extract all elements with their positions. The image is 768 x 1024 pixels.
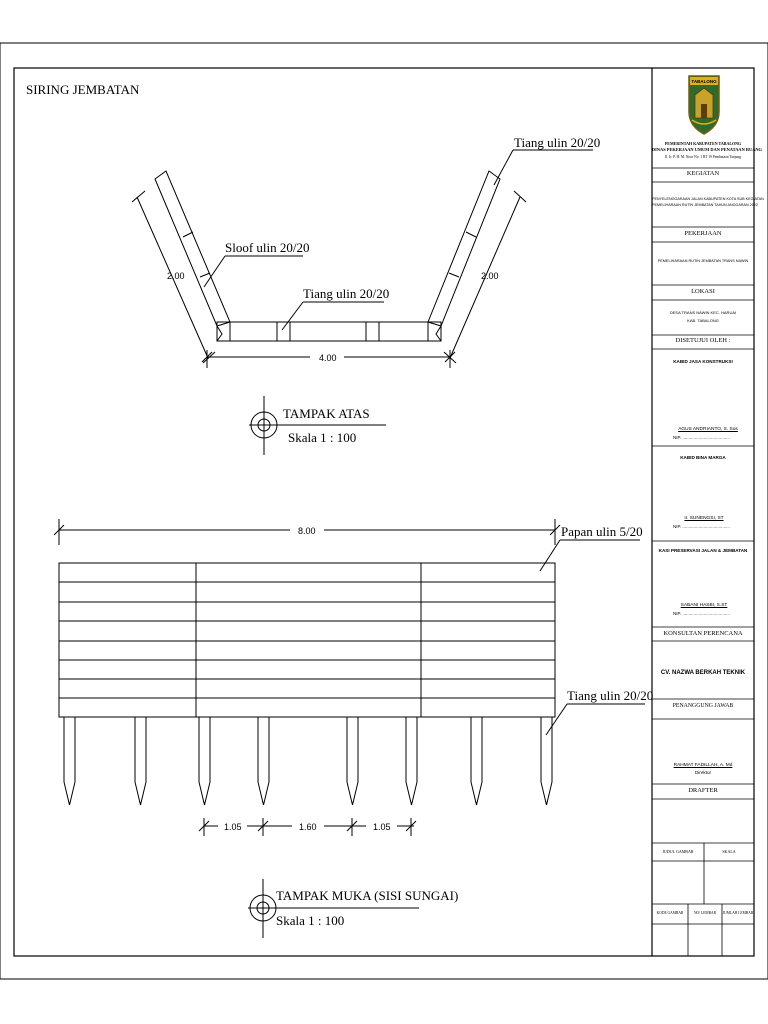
kabid-bina-name: Ir. SUNENGSI, ST xyxy=(684,516,724,521)
dim-tick xyxy=(198,820,210,832)
pile xyxy=(134,716,147,806)
pekerjaan-text: PEMELIHARAAN RUTIN JEMBATAN TRANS NAWIN xyxy=(657,259,749,263)
leader-tiang-front xyxy=(545,703,568,736)
konsultan-name: CV. NAZWA BERKAH TEKNIK xyxy=(660,670,746,676)
kasi-preservasi-title: KASI PRESERVASI JALAN & JEMBATAN xyxy=(658,548,748,553)
drafter-header: DRAFTER xyxy=(688,787,718,794)
right-beam-joint xyxy=(448,272,460,278)
dim-tick xyxy=(513,190,527,203)
nip-3: NIP. ...................................… xyxy=(673,611,730,616)
kegiatan-text-2: PEMELIHARAAN RUTIN JEMBATAN TAHUN ANGGAR… xyxy=(652,203,758,207)
dim-line-right xyxy=(449,196,521,359)
dim-label-left: 2.00 xyxy=(167,271,185,281)
no-lembar-label: NO/ LEMBAR xyxy=(693,911,717,915)
dim-tick xyxy=(549,524,561,536)
penanggung-role: Direktur xyxy=(694,770,712,775)
pile xyxy=(63,716,76,806)
view-title-top: TAMPAK ATAS xyxy=(283,406,370,421)
nip-2: NIP. ...................................… xyxy=(673,524,730,529)
dim-label-total: 8.00 xyxy=(298,526,316,536)
plank-wall xyxy=(58,562,556,718)
penanggung-name: RAHMAT FADILLAH, A. Md xyxy=(673,763,733,768)
dim-tick xyxy=(346,820,358,832)
view-scale-top: Skala 1 : 100 xyxy=(288,430,356,445)
dim-tick xyxy=(201,351,213,363)
pile xyxy=(346,716,359,806)
pile xyxy=(470,716,483,806)
dim-label-pile-1: 1.05 xyxy=(224,822,242,832)
dim-tick xyxy=(257,820,269,832)
right-beam-joint xyxy=(465,231,477,238)
leader-tiang-top xyxy=(493,149,514,186)
pile xyxy=(540,716,553,806)
konsultan-header: KONSULTAN PERENCANA xyxy=(663,630,743,637)
kasi-name: SABANI HASBI, S.ST xyxy=(680,603,728,608)
dim-label-bottom: 4.00 xyxy=(319,353,337,363)
kabid-jasa-name: AGUS ANDRIANTO, S. Sos xyxy=(678,427,738,432)
pekerjaan-header: PEKERJAAN xyxy=(684,230,722,237)
agency-line-1: PEMERINTAH KABUPATEN TABALONG xyxy=(664,141,742,146)
dim-tick xyxy=(405,820,417,832)
label-papan: Papan ulin 5/20 xyxy=(561,524,643,539)
nip-1: NIP. ...................................… xyxy=(673,435,730,440)
label-tiang-mid: Tiang ulin 20/20 xyxy=(303,286,389,301)
agency-line-3: Jl. Ir. P. H. M. Noor No. 1 RT 19 Pembat… xyxy=(664,155,742,159)
pile xyxy=(257,716,270,806)
leader-tiang-mid xyxy=(281,301,304,331)
drawing-title: SIRING JEMBATAN xyxy=(26,82,140,97)
lokasi-line-2: KAB. TABALONG xyxy=(687,318,719,323)
lokasi-line-1: DESA TRANS NAWIN KEC. HARUAI xyxy=(669,310,737,315)
penanggung-header: PENANGGUNG JAWAB xyxy=(672,703,734,709)
skala-label: SKALA xyxy=(722,849,736,854)
kegiatan-text-1: PENYELENGGARAAN JALAN KABUPATEN KOTA SUB… xyxy=(652,197,764,201)
dim-label-pile-3: 1.05 xyxy=(373,822,391,832)
view-scale-front: Skala 1 : 100 xyxy=(276,913,344,928)
leader-sloof xyxy=(203,255,226,288)
label-tiang-top: Tiang ulin 20/20 xyxy=(514,135,600,150)
leader-papan xyxy=(539,539,561,572)
pile xyxy=(198,716,211,806)
bottom-sloof xyxy=(216,321,442,342)
corner-post-mark xyxy=(435,325,442,342)
jumlah-lembar-label: JUMLAH LEMBAR xyxy=(722,911,754,915)
kegiatan-header: KEGIATAN xyxy=(686,170,720,177)
outer-frame xyxy=(0,42,768,980)
label-tiang-front: Tiang ulin 20/20 xyxy=(567,688,653,703)
inner-frame xyxy=(13,67,755,957)
kabid-bina-title: KABID BINA MARGA xyxy=(680,455,726,460)
front-view xyxy=(53,519,645,938)
view-title-front: TAMPAK MUKA (SISI SUNGAI) xyxy=(276,888,458,903)
dim-tick xyxy=(444,351,456,363)
dim-label-right: 2.00 xyxy=(481,271,499,281)
dim-label-pile-2: 1.60 xyxy=(299,822,317,832)
pile xyxy=(405,716,418,806)
label-sloof: Sloof ulin 20/20 xyxy=(225,240,310,255)
title-block-grid xyxy=(652,167,754,956)
top-view xyxy=(131,149,593,455)
logo-text: TABALONG xyxy=(691,79,717,84)
disetujui-header: DISETUJUI OLEH : xyxy=(675,337,731,344)
left-beam-joint xyxy=(199,272,211,278)
kabid-jasa-title: KABID JASA KONSTRUKSI xyxy=(673,359,733,364)
judul-gambar-label: JUDUL GAMBAR xyxy=(662,849,694,854)
agency-line-2: DINAS PEKERJAAN UMUM DAN PENATAAN RUANG xyxy=(652,147,762,152)
dim-tick xyxy=(53,524,65,536)
corner-post-mark xyxy=(216,325,223,342)
agency-logo xyxy=(688,75,720,135)
lokasi-header: LOKASI xyxy=(691,288,715,295)
left-beam-joint xyxy=(182,231,194,238)
dim-line-left xyxy=(136,196,209,359)
kode-gambar-label: KODE GAMBAR xyxy=(656,911,684,915)
dim-tick xyxy=(131,190,146,203)
